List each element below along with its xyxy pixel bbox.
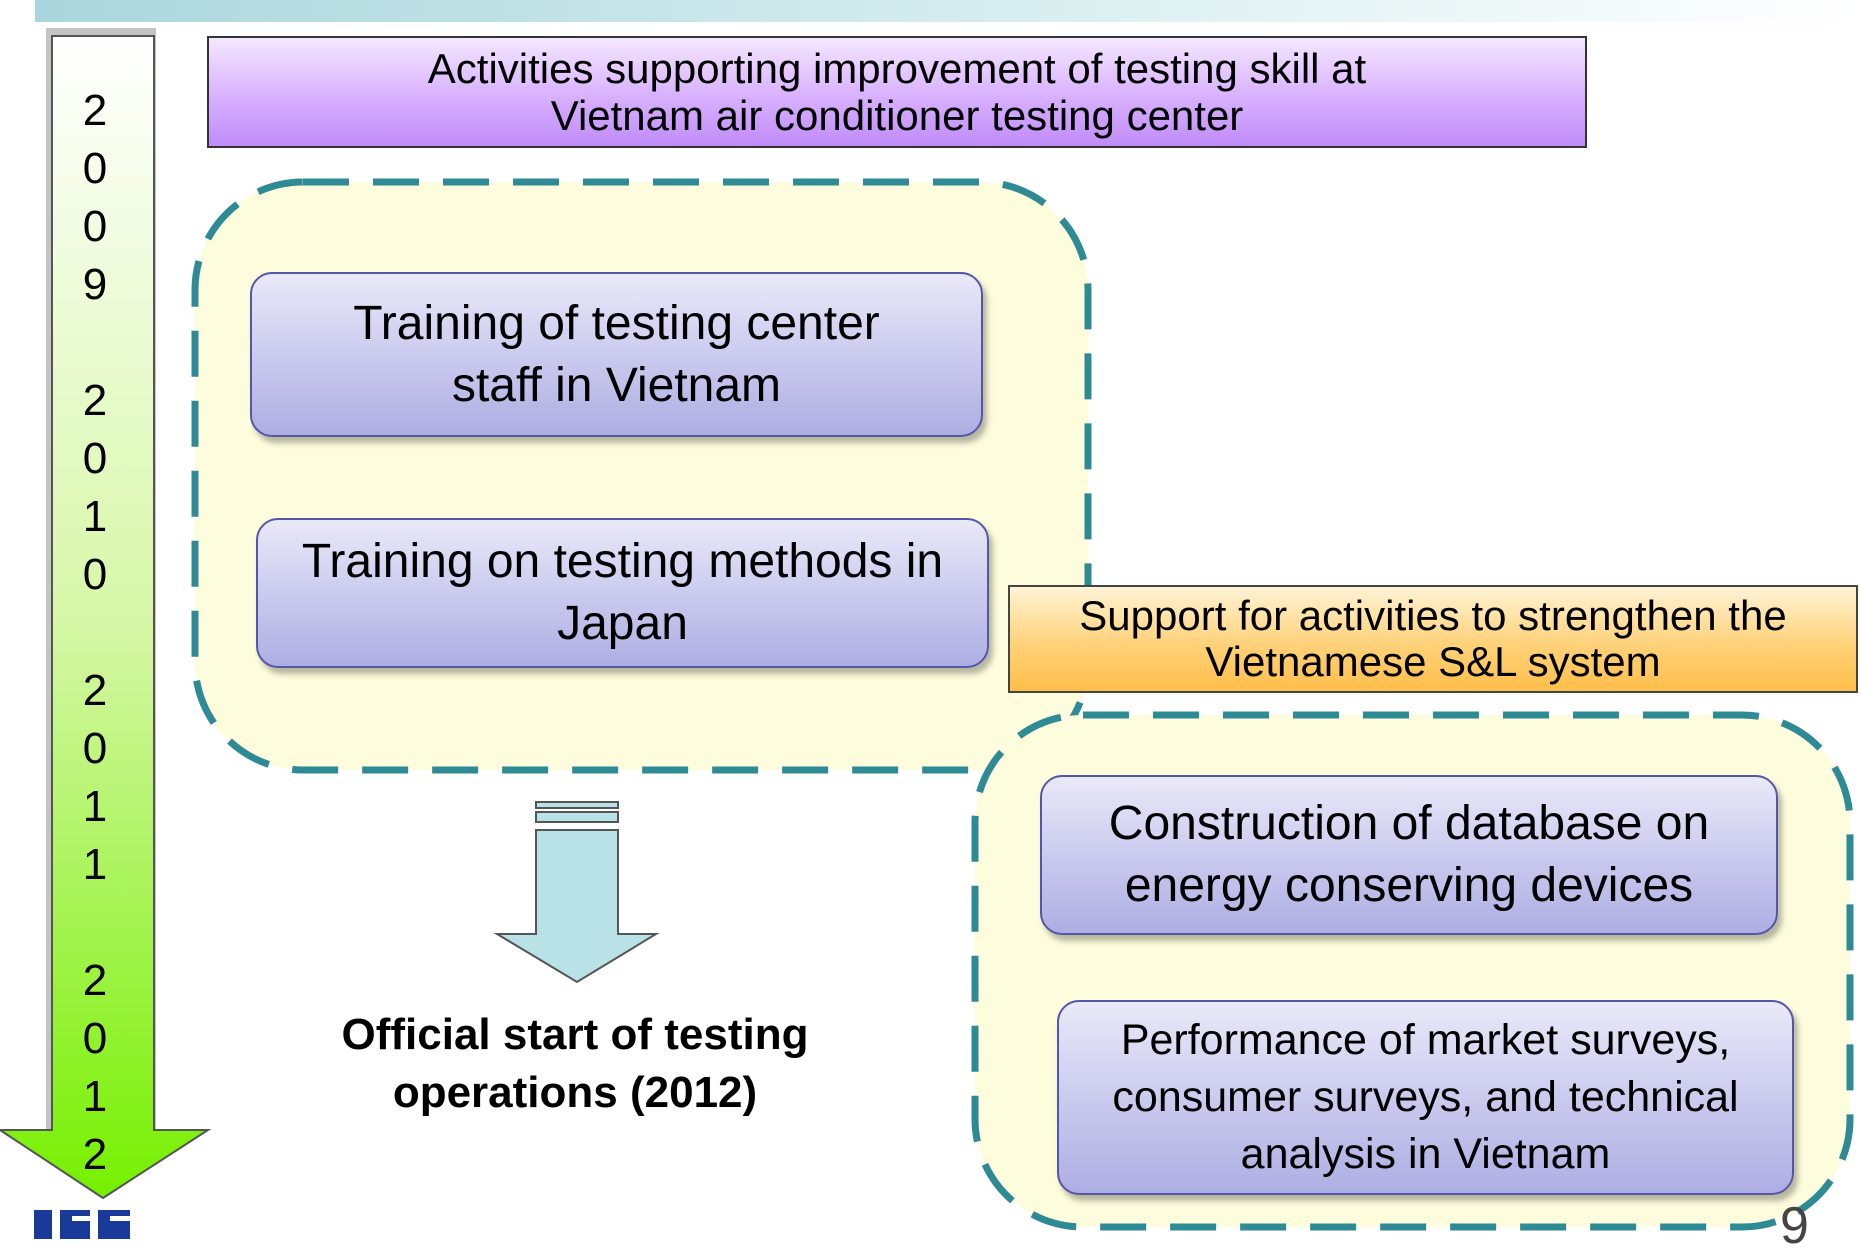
database-text: Construction of database on energy conse… (1108, 797, 1710, 912)
market-surveys-box: Performance of market surveys, consumer … (1057, 1000, 1794, 1195)
testing-center-header-text: Activities supporting improvement of tes… (427, 45, 1367, 139)
market-surveys-text: Performance of market surveys, consumer … (1112, 1016, 1739, 1178)
page-number: 9 (1780, 1197, 1809, 1255)
top-accent-bar (35, 0, 1861, 22)
training-methods-text: Training on testing methods in Japan (301, 535, 944, 650)
testing-center-header: Activities supporting improvement of tes… (207, 36, 1587, 148)
sl-system-header: Support for activities to strengthen the… (1008, 585, 1858, 693)
down-arrow-icon (493, 801, 660, 984)
training-methods-box: Training on testing methods in Japan (256, 518, 989, 668)
timeline-arrow (0, 28, 212, 1200)
database-box: Construction of database on energy conse… (1040, 775, 1778, 935)
sl-system-header-text: Support for activities to strengthen the… (1079, 592, 1787, 685)
iee-logo (34, 1210, 130, 1239)
training-staff-box: Training of testing center staff in Viet… (250, 272, 983, 437)
official-start-caption: Official start of testing operations (20… (341, 1010, 809, 1117)
training-staff-text: Training of testing center staff in Viet… (353, 296, 880, 412)
timeline-years: 2 0 0 9 2 0 1 0 2 0 1 1 2 0 1 2 (82, 86, 108, 1179)
